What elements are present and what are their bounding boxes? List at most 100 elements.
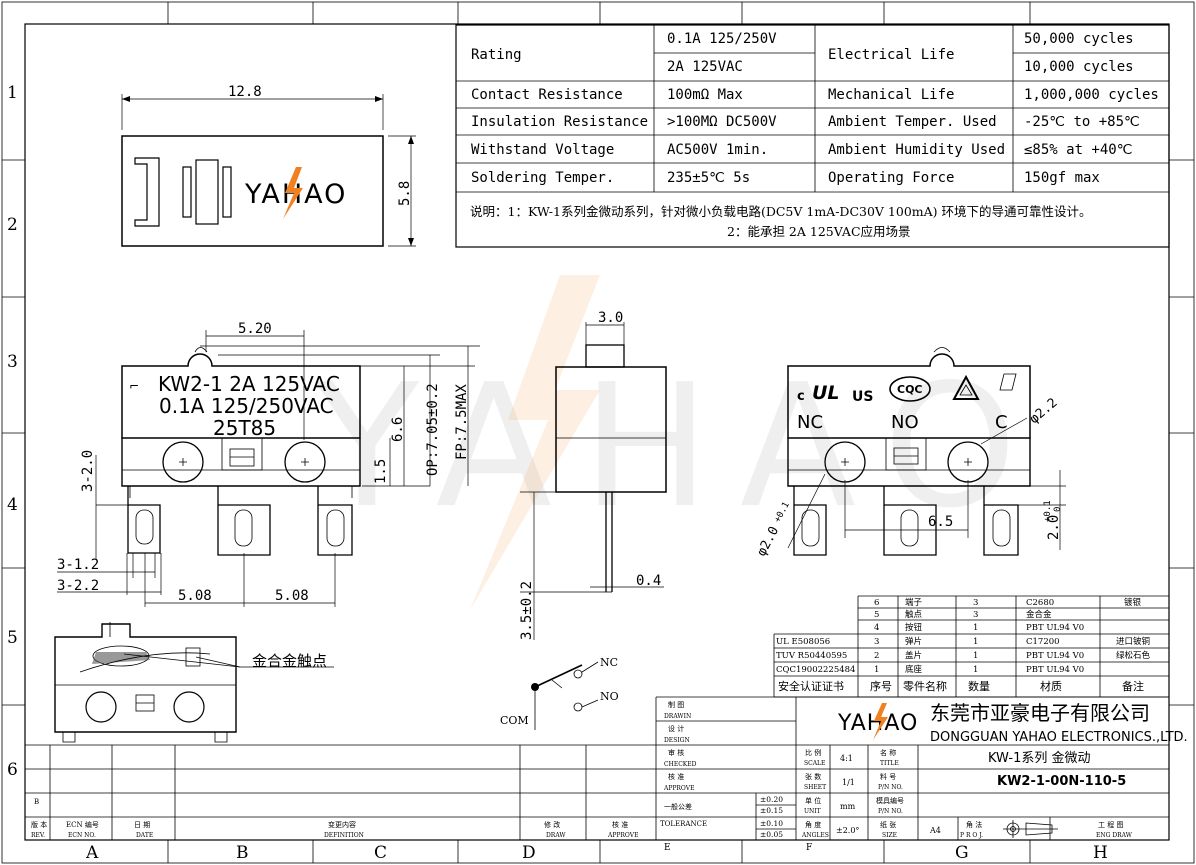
- schematic-nc: NC: [600, 656, 618, 669]
- tb-label: 设 计: [668, 724, 684, 733]
- title-logo: YAHAO: [837, 703, 917, 740]
- back-labels: c UL US CQC NC NO C: [797, 382, 1008, 433]
- rev-header: 变更内容: [328, 820, 356, 829]
- rev-header: DRAW: [546, 832, 566, 839]
- spec-value: 235±5℃ 5s: [667, 170, 750, 186]
- bom-rows: 6 端子 3 C2680 镀银 5 触点 3 金合金 4 按钮 1 PBT UL…: [776, 597, 1151, 675]
- title-left-labels: 制 图 DRAWIN 设 计 DESIGN 审 核 CHECKED 核 准 AP…: [660, 700, 707, 828]
- bom-cell: 3: [973, 610, 978, 620]
- row-label: 2: [7, 215, 18, 235]
- dim-3-2-0: 3-2.0: [80, 450, 96, 492]
- bom-cell: 触点: [905, 609, 923, 620]
- row-label: 1: [7, 83, 18, 103]
- spec-key: Mechanical Life: [828, 87, 954, 103]
- logo-bolt-icon: [283, 167, 303, 219]
- rev-header: DATE: [136, 832, 153, 839]
- tb-field: SIZE: [882, 832, 897, 839]
- rev-header: REV.: [31, 832, 45, 839]
- rev-header: 版 本: [31, 820, 47, 829]
- cqc-logo-icon: CQC: [897, 383, 923, 396]
- row-label: 4: [7, 495, 18, 515]
- col-label: G: [955, 843, 969, 863]
- spec-value: 150gf max: [1024, 170, 1100, 186]
- col-label: B: [236, 843, 249, 863]
- schematic-com: COM: [500, 714, 529, 727]
- bom-cell: 2: [874, 651, 879, 661]
- row-labels: 1 2 3 4 5 6: [7, 83, 18, 780]
- tb-field: SCALE: [804, 760, 825, 767]
- bom-cell: 镀银: [1124, 597, 1142, 608]
- bom-cell: 1: [973, 665, 978, 675]
- rev-b: B: [34, 798, 39, 806]
- dim-1-5: 1.5: [373, 459, 389, 484]
- spec-key: Withstand Voltage: [471, 142, 614, 158]
- spec-key: Electrical Life: [828, 47, 954, 63]
- size-value: A4: [929, 826, 941, 835]
- tb-field: SHEET: [804, 784, 826, 791]
- row-label: 6: [7, 760, 18, 780]
- dim-7-5: FP:7.5MAX: [454, 384, 470, 460]
- label-c: C: [995, 412, 1008, 433]
- tb-tol: ±0.05: [760, 830, 783, 839]
- scale-value: 4:1: [840, 754, 853, 763]
- bom-cell: 按钮: [905, 622, 923, 633]
- angle-value: ±2.0°: [836, 826, 859, 835]
- bom-cell: 底座: [905, 664, 923, 675]
- spec-value: -25℃ to +85℃: [1024, 114, 1140, 130]
- tb-label: 制 图: [668, 700, 684, 709]
- bom-cell: 1: [874, 665, 879, 675]
- bom-header-cell: 安全认证证书: [778, 679, 844, 693]
- bom-cell: 3: [973, 598, 978, 608]
- logo-bolt-icon: [873, 703, 888, 740]
- spec-note-1: 说明：1：KW-1系列金微动系列，针对微小负载电路(DC5V 1mA-DC30V…: [470, 204, 1092, 219]
- tb-field: P R O J.: [960, 832, 983, 839]
- tb-label: CHECKED: [664, 761, 697, 768]
- front-view: [121, 347, 361, 556]
- top-logo: YAHAO: [244, 167, 345, 219]
- col-labels: A B C D E F G H: [85, 843, 1108, 863]
- schematic-no: NO: [600, 690, 619, 703]
- tb-label: 审 核: [668, 748, 684, 757]
- spec-key: Insulation Resistance: [471, 114, 648, 130]
- tb-label: APPROVE: [663, 785, 694, 792]
- bom-cell: PBT UL94 V0: [1026, 651, 1084, 661]
- spec-value: 10,000 cycles: [1024, 59, 1134, 75]
- dim-5-08: 5.08: [178, 588, 212, 604]
- label-no: NO: [891, 412, 919, 433]
- company-cn: 东莞市亚豪电子有限公司: [930, 701, 1150, 725]
- spec-text: Rating 0.1A 125/250V 2A 125VAC Electrica…: [471, 31, 1159, 186]
- tb-field: P/N NO.: [878, 784, 903, 791]
- dim-5-8: 5.8: [397, 181, 413, 206]
- tb-field: 角 法: [966, 820, 982, 829]
- tb-field: TITLE: [880, 760, 899, 767]
- dim-5-08: 5.08: [275, 588, 309, 604]
- tolerance-values: ±0.20 ±0.15 ±0.10 ±0.05: [760, 795, 783, 839]
- front-marking: ⌐ KW2-1 2A 125VAC 0.1A 125/250VAC 25T85: [129, 372, 340, 440]
- spec-value: 0.1A 125/250V: [667, 31, 777, 47]
- tb-field: 纸 张: [880, 820, 896, 829]
- tb-field: ANGLES: [801, 832, 829, 839]
- bom-cell: 6: [874, 598, 879, 608]
- dim-7-05: OP:7.05±0.2: [425, 383, 441, 476]
- spec-value: AC500V 1min.: [667, 142, 768, 158]
- title-values: 4:1 1/1 mm ±2.0° A4 KW-1系列 金微动 KW2-1-00N…: [836, 750, 1126, 835]
- rev-header: 日 期: [134, 821, 150, 829]
- bom-cell: 金合金: [1026, 609, 1052, 620]
- row-label: 5: [7, 628, 18, 648]
- projection-symbol-icon: [1003, 820, 1058, 838]
- company-en: DONGGUAN YAHAO ELECTRONICS.,LTD.: [930, 730, 1188, 745]
- tb-field: 模具编号: [876, 796, 904, 805]
- bom-cell: PBT UL94 V0: [1026, 665, 1084, 675]
- tb-field: 比 例: [805, 748, 821, 757]
- dim-6-6: 6.6: [390, 417, 406, 442]
- bom-cell: 1: [973, 637, 978, 647]
- bom-cell: 1: [973, 651, 978, 661]
- rev-header: DEFINITION: [324, 832, 364, 839]
- spec-value: >100MΩ DC500V: [667, 114, 777, 130]
- tb-field: 单 位: [805, 796, 821, 805]
- spec-value: 100mΩ Max: [667, 87, 743, 103]
- bom-cell: 绿松石色: [1116, 650, 1151, 661]
- dim-6-5: 6.5: [928, 514, 953, 530]
